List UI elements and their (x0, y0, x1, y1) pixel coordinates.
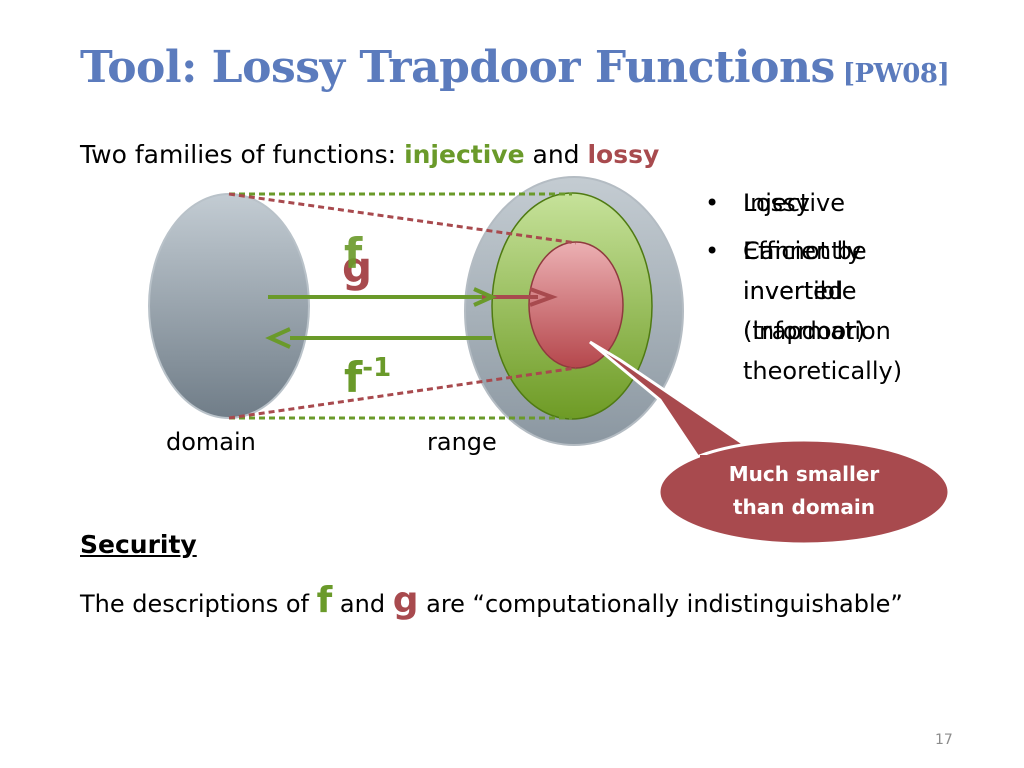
subtitle-injective: injective (404, 140, 525, 169)
desc-prefix: The descriptions of (80, 590, 317, 618)
subtitle: Two families of functions: injective and… (80, 140, 659, 169)
f-inverse-arrow-head (265, 327, 291, 349)
desc-suffix: are “computationally indistinguishable” (418, 590, 903, 618)
domain-label: domain (166, 428, 256, 456)
bullet-1-injective: Injective (743, 189, 845, 217)
desc-f: f (316, 580, 333, 621)
bullet-2-injective-line-1: Efficiently (743, 237, 862, 265)
lossy-top-dashed-line (228, 192, 577, 245)
security-description: The descriptions of f and g are “computa… (80, 580, 903, 621)
f-inverse-label: f-1 (344, 353, 391, 402)
callout-line-2: than domain (733, 495, 875, 519)
f-label: f (344, 229, 363, 278)
f-inverse-base: f (344, 353, 363, 402)
subtitle-and: and (524, 140, 588, 169)
domain-ellipse (148, 193, 310, 419)
lossy-bottom-dashed-line (228, 366, 577, 420)
security-heading: Security (80, 530, 197, 559)
f-inverse-superscript: -1 (362, 353, 391, 383)
subtitle-prefix: Two families of functions: (80, 140, 405, 169)
bullet-2-injective-text: Efficiently invertible (trapdoor) (743, 231, 865, 351)
bullet-2: • Efficiently invertible (trapdoor) Cann… (705, 231, 902, 385)
bullet-2-lossy-line-2: inverted (743, 277, 844, 305)
callout-joint (700, 455, 780, 467)
g-arrow-head (529, 287, 558, 307)
bullet-2-dot: • (705, 237, 720, 265)
callout-text: Much smaller than domain (668, 458, 940, 524)
bullet-2-injective-line-2: invertible (743, 277, 857, 305)
desc-and: and (332, 590, 393, 618)
slide-title: Tool: Lossy Trapdoor Functions[PW08] (80, 42, 950, 93)
bullet-1-dot: • (705, 189, 720, 217)
bullet-2-lossy-line-1: Cannot be (743, 237, 867, 265)
bullet-2-injective-line-3: (trapdoor) (743, 317, 866, 345)
page-number: 17 (935, 732, 953, 748)
callout-line-1: Much smaller (728, 462, 880, 486)
subtitle-lossy: lossy (587, 140, 660, 169)
title-citation: [PW08] (842, 59, 950, 89)
bullet-1: • Injective Lossy (705, 183, 845, 223)
range-label: range (427, 428, 497, 456)
bullet-2-lossy-text: Cannot be inverted (information theoreti… (743, 231, 902, 391)
g-label: g (342, 243, 372, 292)
title-text: Tool: Lossy Trapdoor Functions (80, 42, 835, 93)
bullet-1-lossy: Lossy (743, 189, 810, 217)
lossy-image-ellipse (528, 241, 624, 369)
f-arrow-head (473, 287, 497, 307)
bullet-2-lossy-line-3: (information (743, 317, 891, 345)
bullet-2-lossy-line-4: theoretically) (743, 357, 903, 385)
desc-g: g (392, 580, 419, 621)
